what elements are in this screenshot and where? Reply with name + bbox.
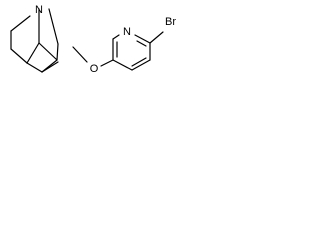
- quinuclidine-cage: [10, 8, 59, 73]
- pyridine-nitrogen-label: N: [123, 26, 131, 38]
- double-bond-inner: [131, 57, 147, 67]
- bond: [100, 59, 114, 67]
- bond: [10, 15, 31, 32]
- bond: [26, 42, 40, 64]
- bond: [48, 8, 59, 45]
- ether-linkage: [72, 46, 114, 67]
- bond: [131, 59, 151, 71]
- bond: [72, 46, 88, 63]
- bond: [149, 31, 164, 44]
- bond: [112, 59, 133, 71]
- bond: [41, 61, 59, 73]
- bromine-bond: [149, 31, 164, 44]
- pyridine-ring: [112, 34, 151, 71]
- quinuclidine-nitrogen-label: N: [35, 4, 43, 16]
- double-bond-inner: [136, 40, 147, 47]
- bond: [56, 43, 59, 61]
- bond: [112, 34, 120, 40]
- bond: [38, 42, 58, 61]
- bond: [10, 48, 28, 64]
- ether-oxygen-label: O: [90, 63, 99, 75]
- bromine-label: Br: [165, 16, 176, 28]
- bond: [26, 62, 43, 73]
- chemical-structure: N O N Br: [10, 4, 176, 75]
- bond: [134, 34, 151, 44]
